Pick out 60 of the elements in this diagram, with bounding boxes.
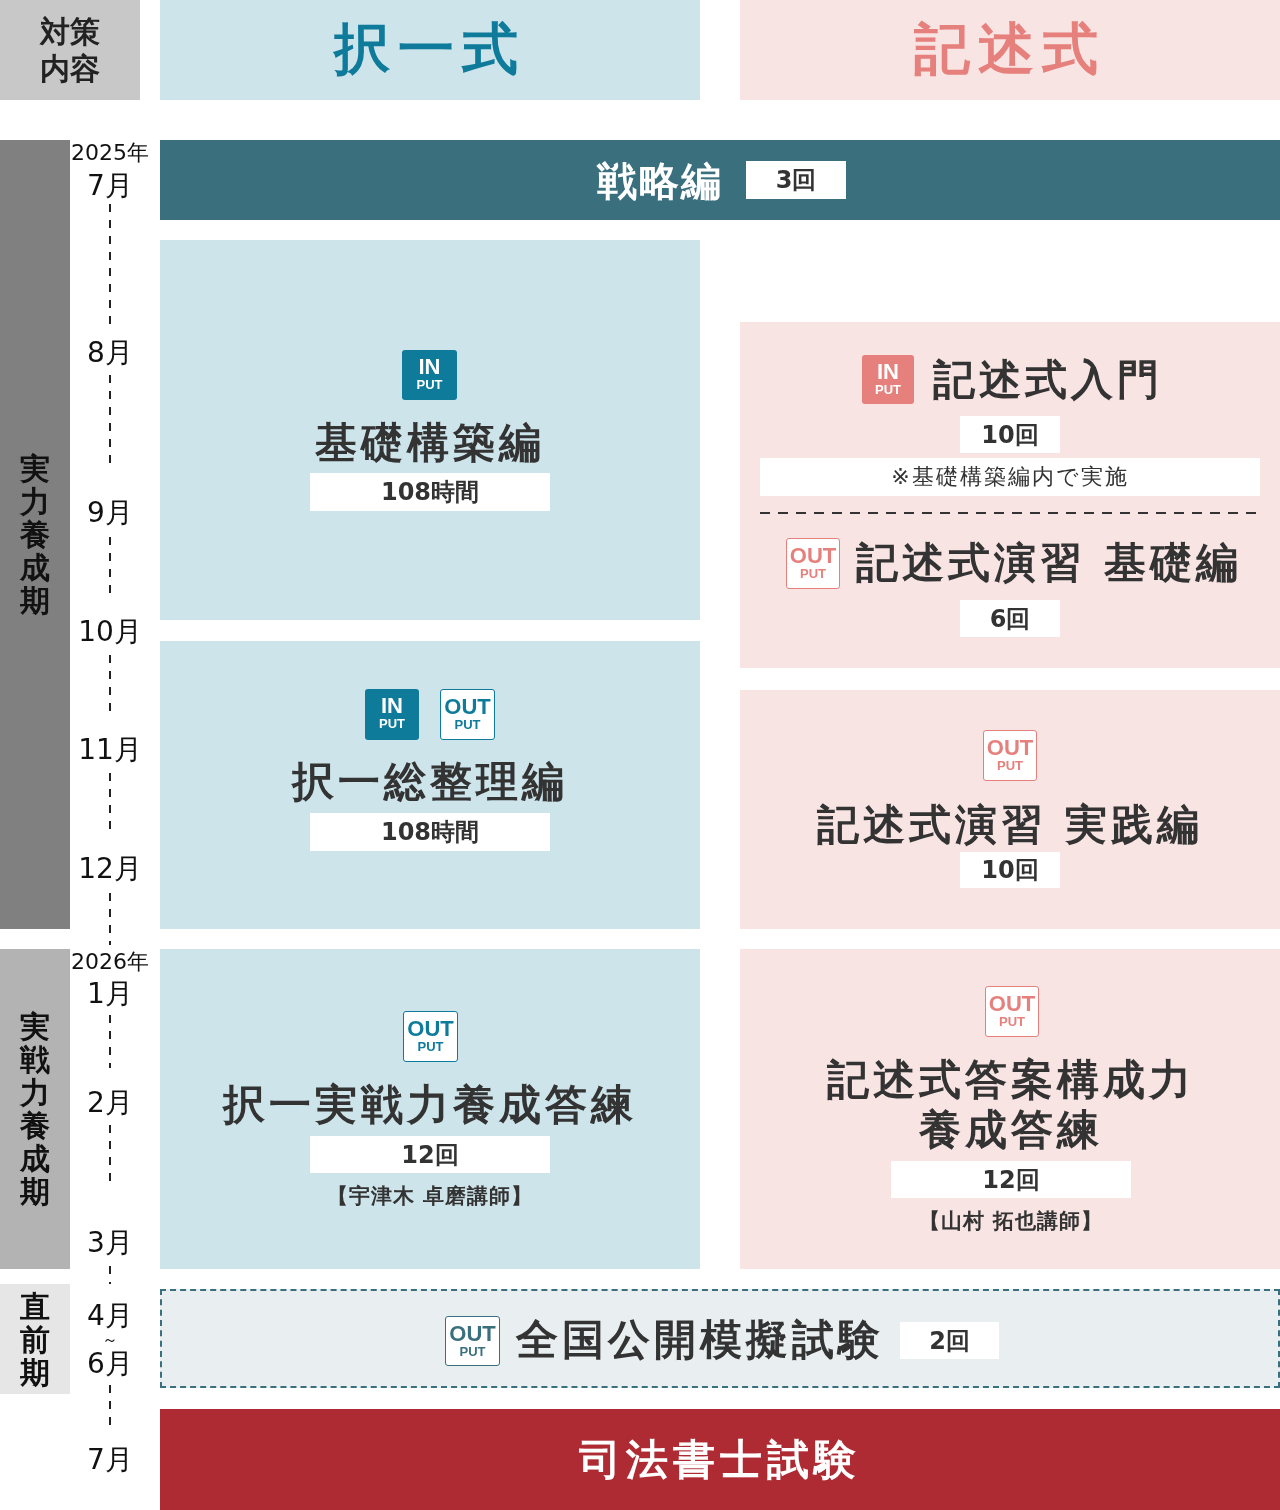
- course-title: 基礎構築編: [315, 417, 545, 469]
- hours-tag: 108時間: [310, 813, 550, 851]
- month-label: 6月: [87, 1350, 133, 1378]
- month-label: 3月: [87, 1229, 133, 1257]
- month-label: 12月: [78, 855, 142, 883]
- course-title: 戦略編: [597, 156, 723, 206]
- count-tag: 12回: [310, 1136, 550, 1173]
- month-label: 2月: [87, 1089, 133, 1117]
- phase-band: 直前期: [0, 1284, 70, 1394]
- month-label: 7月: [87, 172, 133, 200]
- course-title: 記述式演習 基礎編: [855, 537, 1243, 589]
- count-tag: 12回: [891, 1161, 1131, 1198]
- course-panel: [740, 322, 1280, 668]
- month-label: 1月: [87, 980, 133, 1008]
- input-badge: IN PUT: [402, 350, 457, 400]
- range-tilde: ～: [102, 1332, 118, 1348]
- course-banner: [160, 140, 1280, 220]
- count-tag: 6回: [960, 600, 1060, 637]
- course-panel: [740, 949, 1280, 1269]
- output-badge: OUT PUT: [786, 538, 840, 589]
- exam-banner: 司法書士試験: [160, 1409, 1280, 1510]
- year-label: 2025年: [71, 142, 149, 164]
- course-title: 記述式答案構成力養成答練: [826, 1055, 1196, 1155]
- phase-band: 実力養成期: [0, 140, 70, 929]
- note-tag: ※基礎構築編内で実施: [760, 458, 1260, 496]
- input-badge: IN PUT: [365, 689, 419, 740]
- month-label: 10月: [78, 618, 142, 646]
- course-panel: [160, 641, 700, 929]
- instructor-name: 【山村 拓也講師】: [918, 1208, 1104, 1235]
- output-badge: OUT PUT: [985, 986, 1039, 1037]
- input-badge: IN PUT: [862, 355, 914, 404]
- hours-tag: 108時間: [310, 473, 550, 511]
- month-label: 11月: [78, 736, 142, 764]
- column-header: 択一式: [160, 0, 700, 100]
- course-panel: [740, 690, 1280, 929]
- category-header: 対策内容: [0, 0, 140, 100]
- count-tag: 10回: [960, 852, 1060, 888]
- count-tag: 3回: [746, 161, 846, 199]
- course-title: 択一実戦力養成答練: [223, 1079, 637, 1131]
- course-title: 全国公開模擬試験: [516, 1314, 884, 1366]
- year-label: 2026年: [71, 951, 149, 973]
- month-label: 4月: [87, 1302, 133, 1330]
- course-panel: [160, 949, 700, 1269]
- month-label: 9月: [87, 499, 133, 527]
- month-label: 7月: [87, 1446, 133, 1474]
- month-label: 8月: [87, 339, 133, 367]
- output-badge: OUT PUT: [403, 1011, 458, 1062]
- phase-band: 実戦力養成期: [0, 949, 70, 1269]
- output-badge: OUT PUT: [440, 689, 495, 740]
- count-tag: 2回: [900, 1322, 999, 1359]
- output-badge: OUT PUT: [983, 730, 1037, 781]
- course-panel: [160, 240, 700, 620]
- output-badge: OUT PUT: [445, 1316, 500, 1366]
- count-tag: 10回: [960, 416, 1060, 453]
- mock-exam-panel: [160, 1289, 1280, 1388]
- instructor-name: 【宇津木 卓磨講師】: [326, 1183, 534, 1210]
- column-header: 記述式: [740, 0, 1280, 100]
- course-title: 択一総整理編: [292, 756, 568, 808]
- course-title: 記述式入門: [933, 354, 1163, 406]
- course-title: 記述式演習 実践編: [816, 799, 1204, 851]
